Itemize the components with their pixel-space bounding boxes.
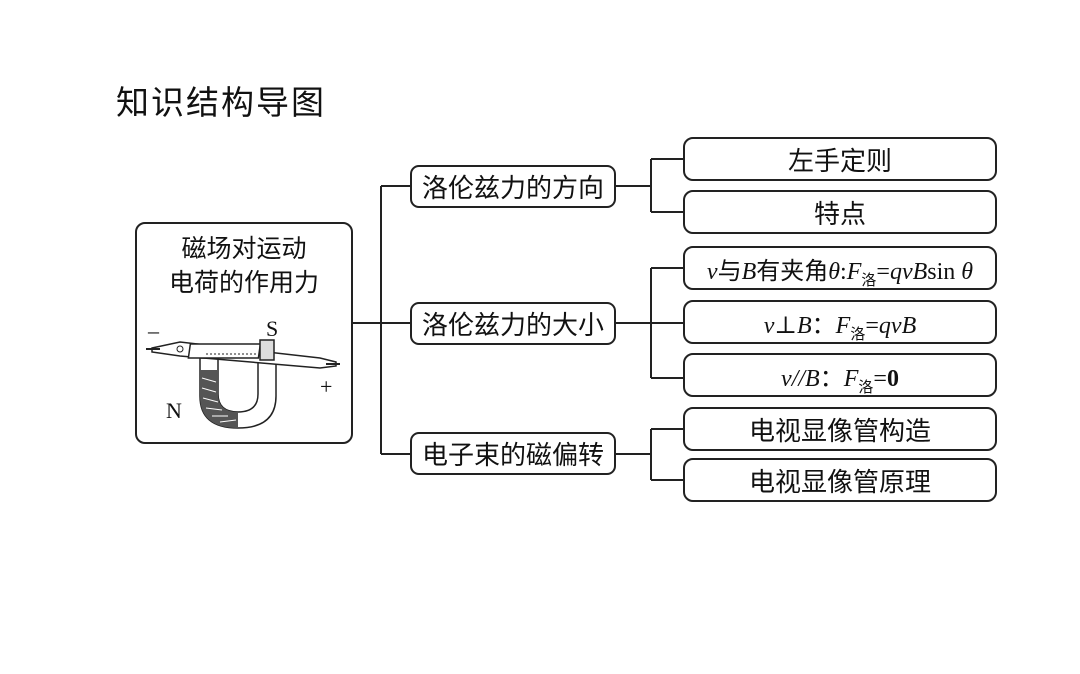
pole-minus: – bbox=[148, 318, 159, 343]
root-node: 磁场对运动 电荷的作用力 bbox=[135, 222, 353, 444]
root-title-line1: 磁场对运动 bbox=[181, 234, 307, 263]
formula-parallel: v//B：F洛=0 bbox=[781, 365, 899, 396]
root-title-line2: 电荷的作用力 bbox=[168, 268, 319, 297]
branch-deflection-label: 电子束的磁偏转 bbox=[421, 441, 604, 471]
leaf-tv-tube-principle-label: 电视显像管原理 bbox=[748, 467, 931, 498]
leaf-tv-tube-principle: 电视显像管原理 bbox=[683, 458, 997, 502]
pole-s: S bbox=[266, 316, 279, 341]
branch-direction-label: 洛伦兹力的方向 bbox=[421, 174, 604, 204]
leaf-tv-tube-structure-label: 电视显像管构造 bbox=[748, 416, 931, 447]
leaf-formula-perpendicular: v⊥B：F洛=qvB bbox=[683, 300, 997, 344]
leaf-features: 特点 bbox=[683, 190, 997, 234]
pole-n: N bbox=[166, 398, 182, 423]
cathode-ray-tube-magnet-icon bbox=[146, 339, 340, 429]
branch-deflection: 电子束的磁偏转 bbox=[410, 432, 616, 475]
pole-plus: + bbox=[320, 374, 333, 399]
leaf-left-hand-rule: 左手定则 bbox=[683, 137, 997, 181]
formula-perpendicular: v⊥B：F洛=qvB bbox=[763, 312, 917, 343]
tube-icon bbox=[146, 339, 340, 369]
leaf-tv-tube-structure: 电视显像管构造 bbox=[683, 407, 997, 451]
formula-angle: v与B有夹角θ:F洛=qvBsin θ bbox=[706, 258, 974, 289]
leaf-formula-parallel: v//B：F洛=0 bbox=[683, 353, 997, 397]
leaf-left-hand-rule-label: 左手定则 bbox=[787, 146, 892, 177]
page-title: 知识结构导图 bbox=[116, 83, 326, 122]
branch-magnitude: 洛伦兹力的大小 bbox=[410, 302, 616, 345]
leaf-features-label: 特点 bbox=[813, 199, 866, 230]
horseshoe-magnet-icon bbox=[199, 357, 277, 429]
branch-magnitude-label: 洛伦兹力的大小 bbox=[421, 311, 604, 341]
branch-direction: 洛伦兹力的方向 bbox=[410, 165, 616, 208]
leaf-formula-angle: v与B有夹角θ:F洛=qvBsin θ bbox=[683, 246, 997, 290]
